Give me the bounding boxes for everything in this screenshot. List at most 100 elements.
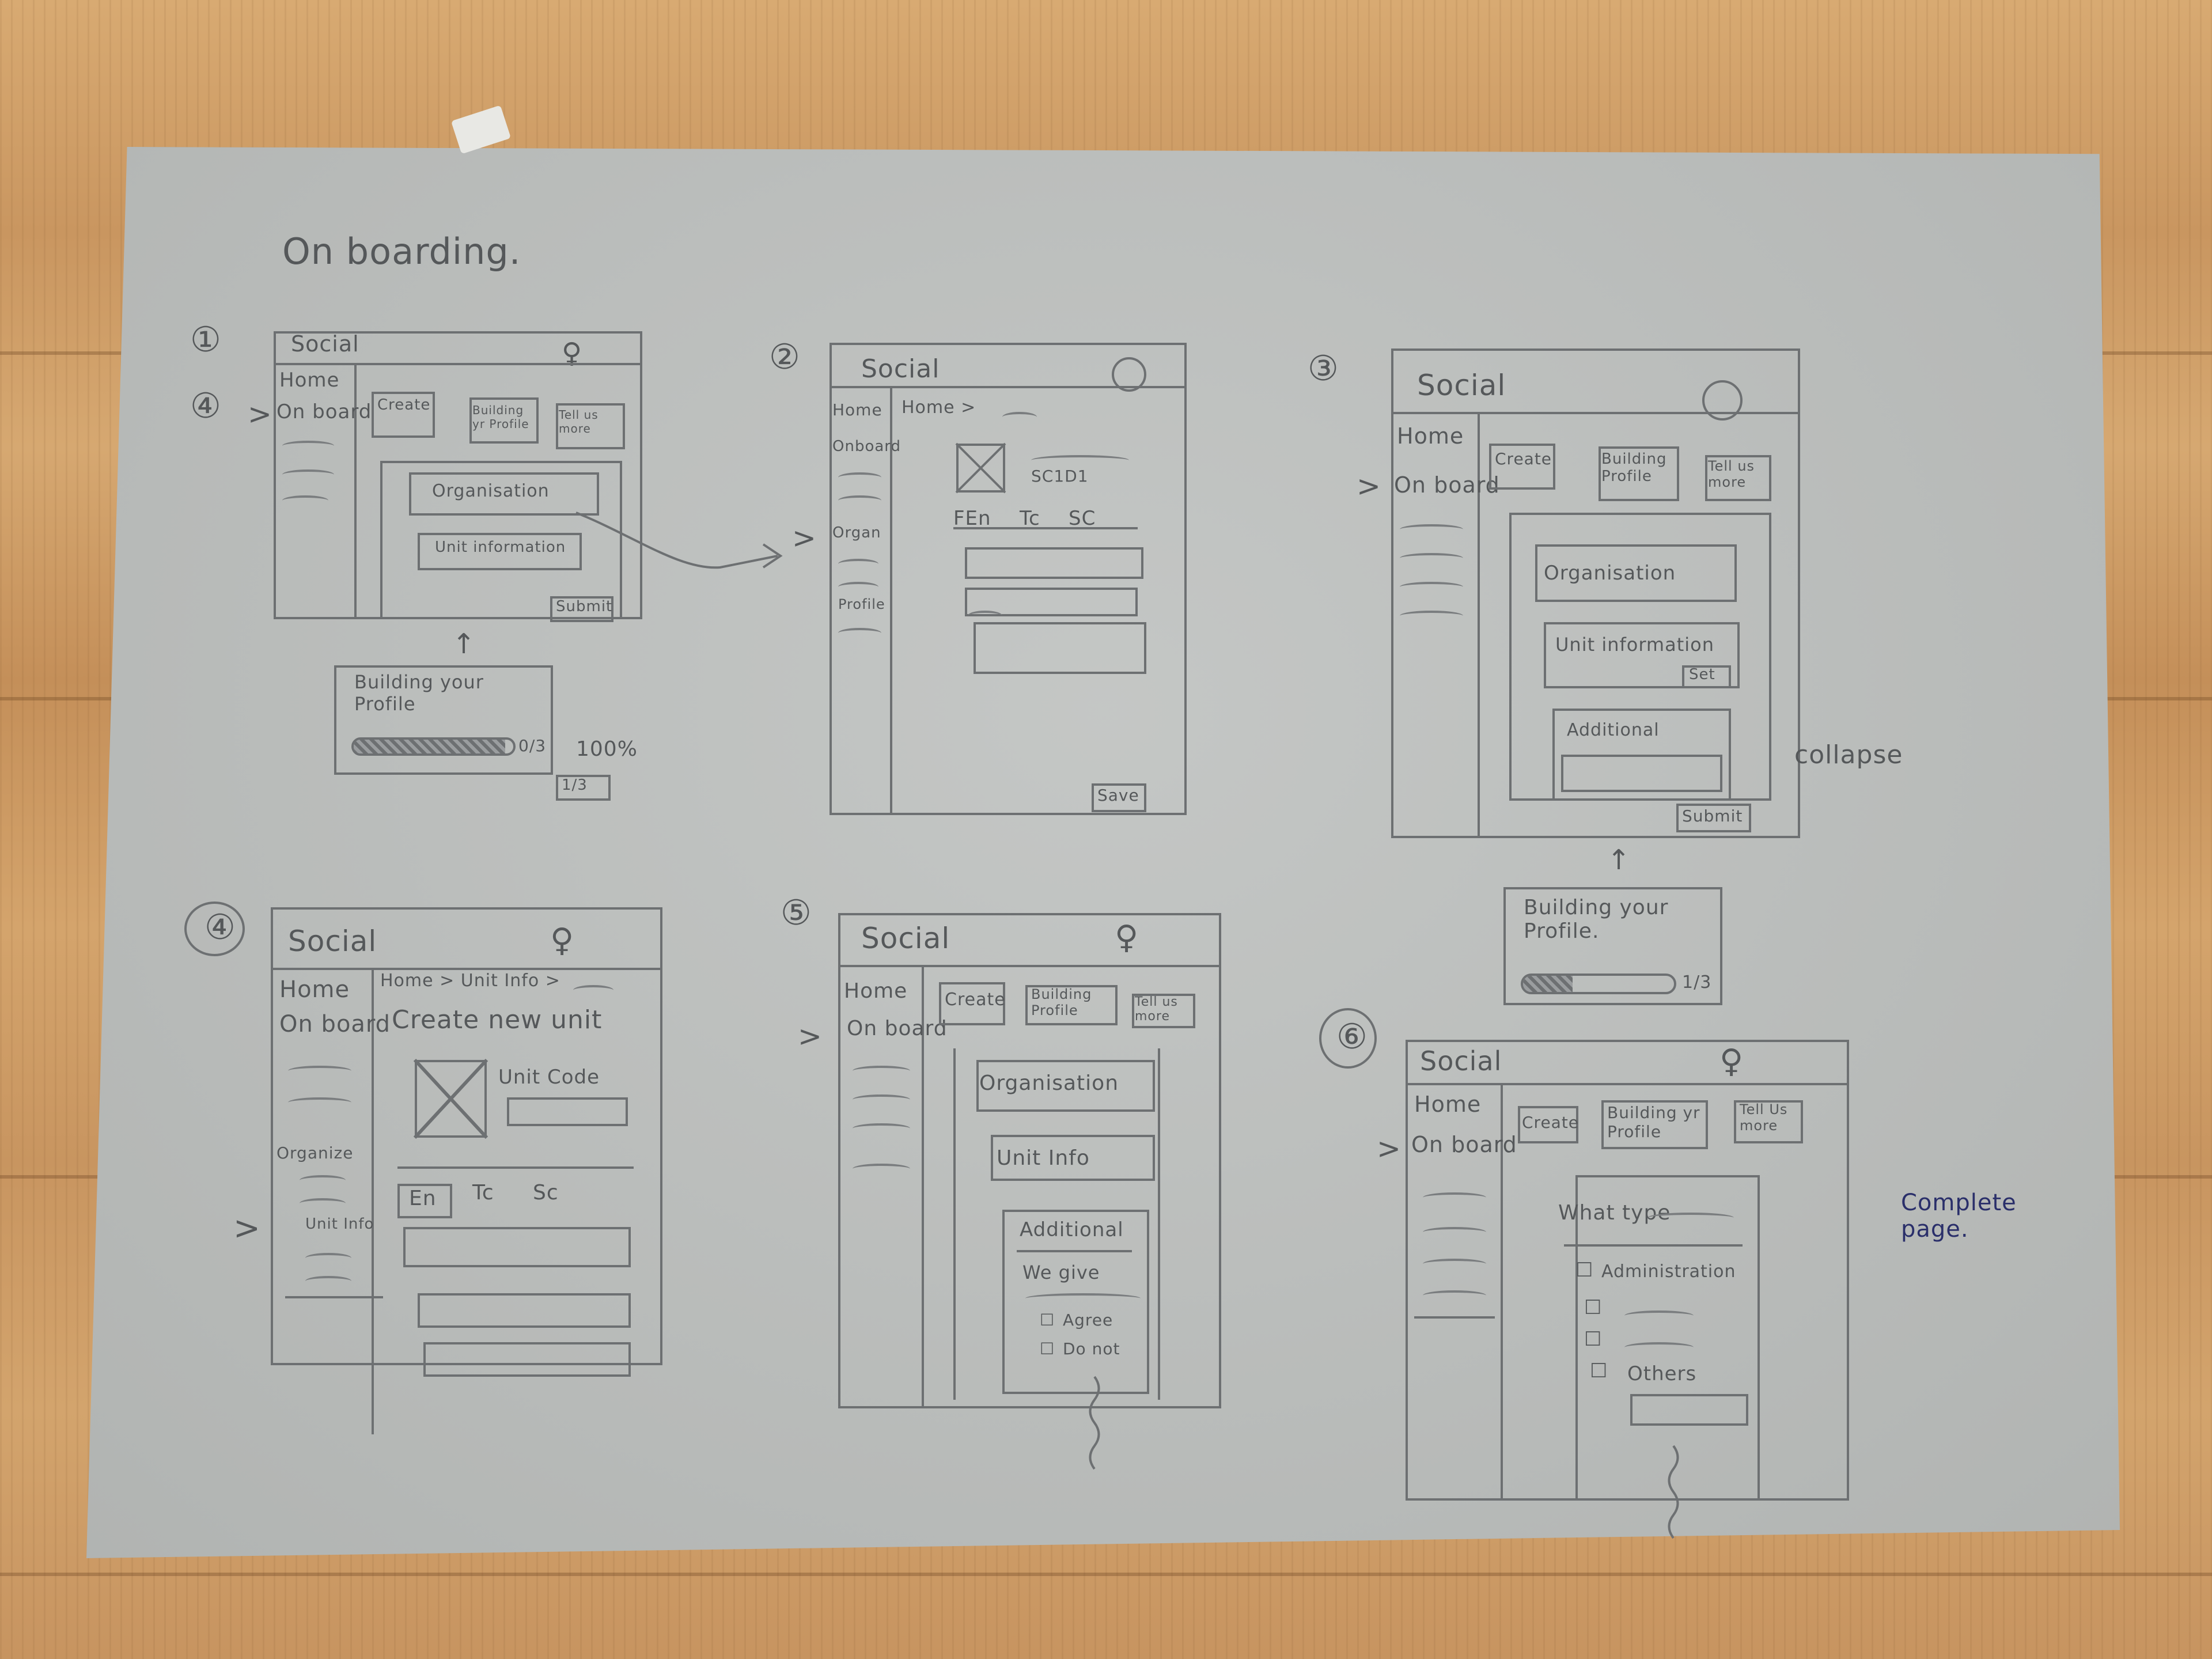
user-icon[interactable]: ♀ bbox=[550, 922, 575, 959]
progress-popup bbox=[1503, 887, 1722, 1005]
others-label: Others bbox=[1627, 1362, 1697, 1385]
lang-tab-sc[interactable]: Sc bbox=[533, 1181, 559, 1205]
set-button[interactable] bbox=[1682, 665, 1731, 688]
text-placeholder bbox=[1025, 1293, 1141, 1304]
lang-tab-en[interactable] bbox=[397, 1184, 452, 1218]
sidebar-item-home[interactable]: Home bbox=[1414, 1092, 1482, 1117]
save-button[interactable] bbox=[1092, 783, 1146, 812]
textarea-field[interactable] bbox=[974, 622, 1146, 674]
unit-information-label: Unit information bbox=[435, 539, 566, 556]
sidebar-divider bbox=[354, 363, 357, 619]
frame-number-circle bbox=[1319, 1008, 1377, 1069]
sidebar-divider bbox=[890, 386, 892, 815]
sidebar-item-onboard[interactable]: On board bbox=[276, 400, 372, 423]
others-input[interactable] bbox=[1630, 1394, 1748, 1426]
sidebar-item-onboard[interactable]: On board bbox=[1411, 1132, 1517, 1157]
submit-button[interactable] bbox=[550, 596, 613, 622]
breadcrumb[interactable]: Home > bbox=[902, 397, 976, 418]
frame-5 bbox=[838, 913, 1221, 1408]
tab-create[interactable] bbox=[1518, 1106, 1578, 1143]
lang-tab-tc[interactable]: Tc bbox=[1020, 507, 1040, 530]
organisation-field[interactable] bbox=[1535, 544, 1737, 602]
user-icon[interactable] bbox=[1702, 380, 1743, 421]
unit-information-field[interactable] bbox=[418, 533, 582, 570]
option-checkbox[interactable]: ☐ bbox=[1584, 1296, 1603, 1319]
sidebar-placeholder bbox=[282, 469, 334, 480]
sidebar-item-home[interactable]: Home bbox=[1397, 423, 1464, 449]
sidebar-placeholder bbox=[838, 628, 881, 638]
user-icon[interactable]: ♀ bbox=[1719, 1043, 1744, 1080]
option-checkbox[interactable]: ☐ bbox=[1584, 1328, 1603, 1351]
tab-building-profile[interactable] bbox=[469, 397, 539, 444]
sidebar-item-profile[interactable]: Profile bbox=[838, 596, 885, 612]
sidebar-item-home[interactable]: Home bbox=[279, 369, 340, 392]
sidebar-placeholder bbox=[300, 1198, 346, 1209]
input-field[interactable] bbox=[965, 547, 1143, 579]
unit-code-input[interactable] bbox=[507, 1097, 628, 1126]
tab-create[interactable] bbox=[372, 392, 435, 438]
tab-tell-us-more[interactable] bbox=[1734, 1100, 1803, 1143]
input-field[interactable] bbox=[965, 588, 1138, 616]
tab-tell-us-more[interactable] bbox=[556, 403, 625, 449]
sidebar-divider bbox=[1478, 412, 1480, 838]
unit-info-field[interactable] bbox=[991, 1135, 1155, 1181]
sidebar-item-unit-info[interactable]: Unit Info bbox=[305, 1215, 374, 1233]
sidebar-item-organ[interactable]: Organ bbox=[832, 524, 881, 541]
sidebar-item-onboard[interactable]: On board bbox=[1394, 472, 1500, 498]
sidebar-divider-line bbox=[285, 1296, 383, 1298]
progress-percent: 100% bbox=[576, 737, 638, 761]
sidebar-placeholder bbox=[305, 1276, 351, 1286]
sidebar-placeholder bbox=[1400, 582, 1463, 592]
breadcrumb[interactable]: Home > Unit Info > bbox=[380, 971, 560, 991]
input-field[interactable] bbox=[403, 1227, 631, 1267]
submit-label: Submit bbox=[1682, 806, 1743, 825]
sidebar-item-onboard[interactable]: Onboard bbox=[832, 438, 902, 455]
sidebar-placeholder bbox=[300, 1175, 346, 1185]
additional-label: Additional bbox=[1020, 1218, 1124, 1241]
tab-tell-us-more[interactable] bbox=[1705, 455, 1771, 501]
others-checkbox[interactable]: ☐ bbox=[1590, 1359, 1608, 1382]
submit-button[interactable] bbox=[1676, 804, 1751, 832]
organisation-field[interactable] bbox=[409, 472, 599, 516]
text-placeholder bbox=[968, 611, 1002, 621]
input-field[interactable] bbox=[418, 1293, 631, 1328]
lang-tab-en[interactable]: FEn bbox=[953, 507, 991, 530]
sidebar-placeholder bbox=[1400, 524, 1463, 535]
tab-create[interactable] bbox=[939, 982, 1005, 1025]
sidebar-placeholder bbox=[1423, 1290, 1486, 1301]
tab-building-profile[interactable] bbox=[1025, 985, 1118, 1025]
input-field[interactable] bbox=[423, 1342, 631, 1377]
tab-building-profile[interactable] bbox=[1599, 446, 1679, 501]
user-icon[interactable]: ♀ bbox=[1115, 919, 1139, 956]
tab-create[interactable] bbox=[1489, 444, 1555, 490]
lang-tab-tc[interactable]: Tc bbox=[472, 1181, 494, 1205]
sidebar-item-onboard[interactable]: On board bbox=[847, 1017, 948, 1040]
sidebar-item-home[interactable]: Home bbox=[844, 979, 908, 1003]
set-label: Set bbox=[1689, 666, 1715, 683]
lang-tab-sc[interactable]: SC bbox=[1069, 507, 1096, 530]
additional-panel bbox=[1002, 1210, 1149, 1394]
sidebar-item-organize[interactable]: Organize bbox=[276, 1143, 354, 1162]
progress-count: 0/3 bbox=[518, 736, 547, 755]
organisation-field[interactable] bbox=[976, 1060, 1155, 1112]
additional-input[interactable] bbox=[1561, 755, 1722, 792]
donot-label: Do not bbox=[1063, 1339, 1120, 1358]
sidebar-item-home[interactable]: Home bbox=[832, 400, 882, 419]
frame-4 bbox=[271, 907, 662, 1365]
sidebar-item-home[interactable]: Home bbox=[279, 976, 350, 1003]
user-icon[interactable] bbox=[1112, 357, 1146, 392]
agree-checkbox[interactable]: ☐ bbox=[1040, 1310, 1055, 1330]
sidebar-placeholder bbox=[288, 1097, 351, 1108]
tab-building-profile[interactable] bbox=[1601, 1100, 1708, 1149]
question-panel bbox=[1575, 1175, 1760, 1501]
unit-information-field[interactable] bbox=[1544, 622, 1740, 688]
paper-shading bbox=[86, 147, 2120, 1558]
breadcrumb-placeholder bbox=[573, 985, 613, 995]
additional-field[interactable] bbox=[1552, 709, 1731, 801]
progress-count: 1/3 bbox=[1682, 972, 1712, 993]
donot-checkbox[interactable]: ☐ bbox=[1040, 1339, 1055, 1358]
administration-checkbox[interactable]: ☐ bbox=[1575, 1259, 1594, 1282]
sidebar-item-onboard[interactable]: On board bbox=[279, 1011, 391, 1037]
tab-tell-us-more[interactable] bbox=[1132, 994, 1195, 1028]
